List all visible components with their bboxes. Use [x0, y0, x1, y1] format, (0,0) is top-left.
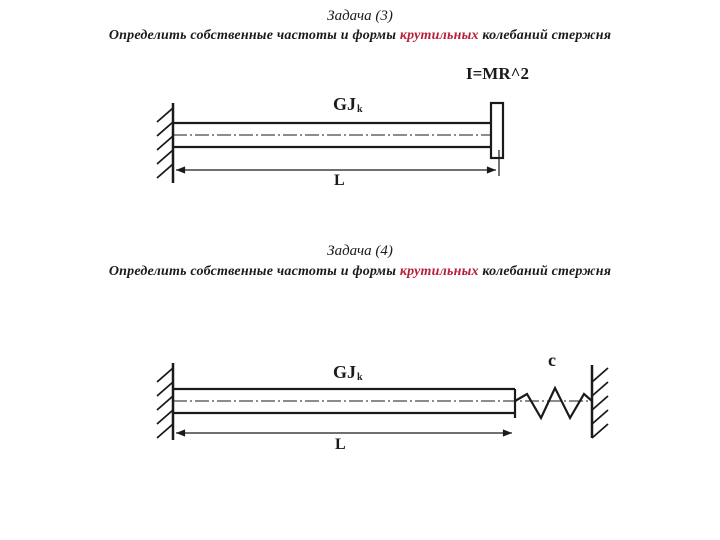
task3-statement-start: Определить собственные частоты и формы [108, 28, 400, 43]
task3-inertia-label: I=MR^2 [466, 64, 530, 83]
task3-rod [173, 121, 496, 149]
task3-statement-end: колебаний стержня [478, 28, 612, 43]
task4-fixed-support-left [156, 363, 175, 440]
task4-spring-label: c [548, 350, 556, 370]
task4-fixed-support-right [590, 365, 609, 439]
task3-stiffness-symbol: GJ [333, 94, 357, 114]
task4-length-label: L [335, 436, 346, 453]
task4-stiffness-label: GJk [333, 362, 363, 383]
task3-statement: Определить собственные частоты и формы к… [0, 28, 720, 44]
task3-title: Задача (3) [327, 8, 393, 24]
task3-statement-highlight: крутильных [399, 28, 479, 43]
task4-stiffness-subscript: k [357, 372, 363, 383]
task4-diagram [156, 363, 609, 440]
task4-statement-end: колебаний стержня [478, 264, 612, 279]
task3-length-label: L [334, 172, 345, 189]
task3-stiffness-label: GJk [333, 94, 363, 115]
task3-diagram [156, 101, 505, 183]
task4-statement: Определить собственные частоты и формы к… [0, 264, 720, 280]
task4-spring [514, 385, 593, 421]
task4-title: Задача (4) [327, 243, 393, 259]
task4-statement-highlight: крутильных [399, 264, 479, 279]
task3-fixed-support [156, 103, 175, 183]
task3-end-disk [489, 101, 505, 160]
task4-statement-start: Определить собственные частоты и формы [108, 264, 400, 279]
task4-rod [173, 387, 592, 418]
task4-stiffness-symbol: GJ [333, 362, 357, 382]
task3-stiffness-subscript: k [357, 104, 363, 115]
task3-length-dimension [176, 150, 500, 176]
